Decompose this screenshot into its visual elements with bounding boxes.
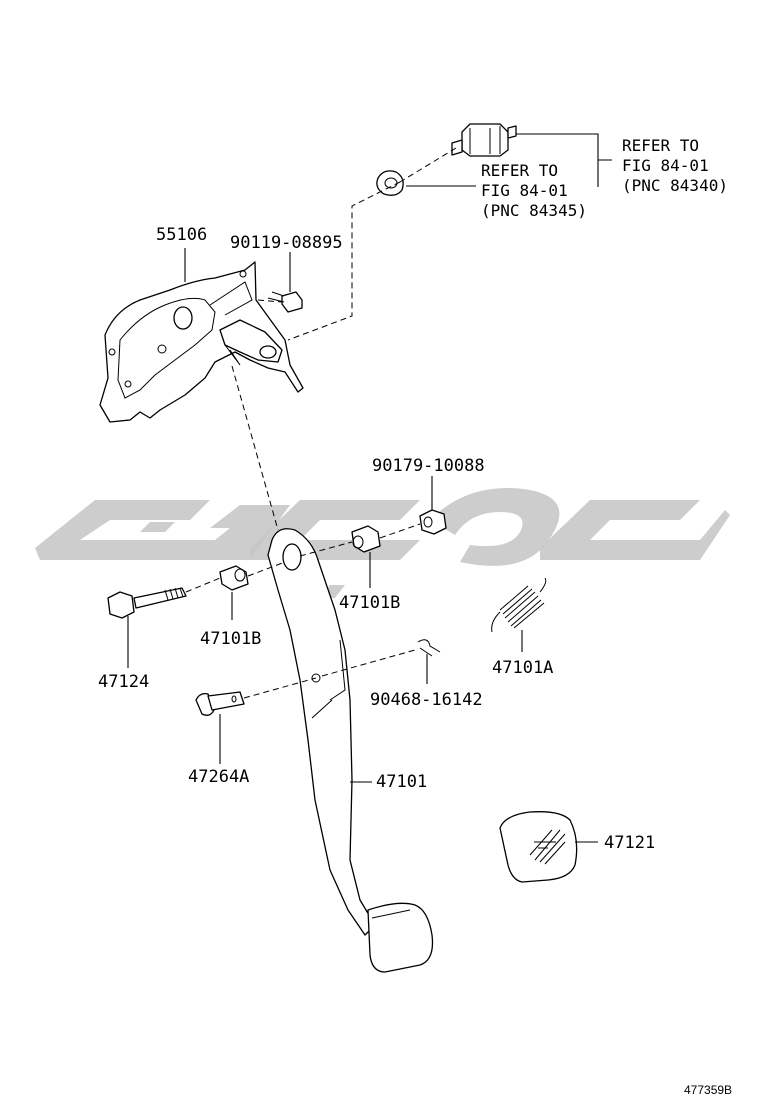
nut-90179 [419, 509, 447, 535]
label-47124: 47124 [98, 672, 149, 692]
pedal-pad [499, 811, 578, 883]
label-47101B-right: 47101B [339, 593, 400, 613]
label-47101: 47101 [376, 772, 427, 792]
label-90179-10088: 90179-10088 [372, 456, 485, 476]
return-spring [491, 577, 547, 633]
ref-switch-line-1: REFER TO [622, 136, 699, 155]
ref-switch: REFER TO FIG 84-01 (PNC 84340) [622, 136, 728, 195]
label-90468-16142: 90468-16142 [370, 690, 483, 710]
bushing-left [219, 565, 249, 591]
clip-pin [417, 639, 441, 657]
clevis-pin [195, 691, 245, 716]
ref-cushion-line-1: REFER TO [481, 161, 558, 180]
label-55106: 55106 [156, 225, 207, 245]
label-47101B-left: 47101B [200, 629, 261, 649]
figure-id: 477359B [684, 1083, 732, 1097]
assembly-lines [185, 147, 457, 699]
ref-cushion-line-2: FIG 84-01 [481, 181, 568, 200]
ref-switch-line-2: FIG 84-01 [622, 156, 709, 175]
stop-lamp-switch [451, 123, 517, 157]
label-47264A: 47264A [188, 767, 249, 787]
label-47121: 47121 [604, 833, 655, 853]
watermark-logo [35, 488, 730, 598]
ref-switch-line-3: (PNC 84340) [622, 176, 728, 195]
pivot-bolt-47124 [107, 587, 187, 619]
pedal-bracket [99, 261, 304, 423]
bushing-right [351, 525, 381, 553]
brake-pedal-arm [267, 528, 434, 973]
leader-lines [127, 133, 612, 843]
bolt-90119 [267, 291, 303, 313]
label-90119-08895: 90119-08895 [230, 233, 343, 253]
ref-cushion: REFER TO FIG 84-01 (PNC 84345) [481, 161, 587, 220]
ref-cushion-line-3: (PNC 84345) [481, 201, 587, 220]
label-47101A: 47101A [492, 658, 553, 678]
